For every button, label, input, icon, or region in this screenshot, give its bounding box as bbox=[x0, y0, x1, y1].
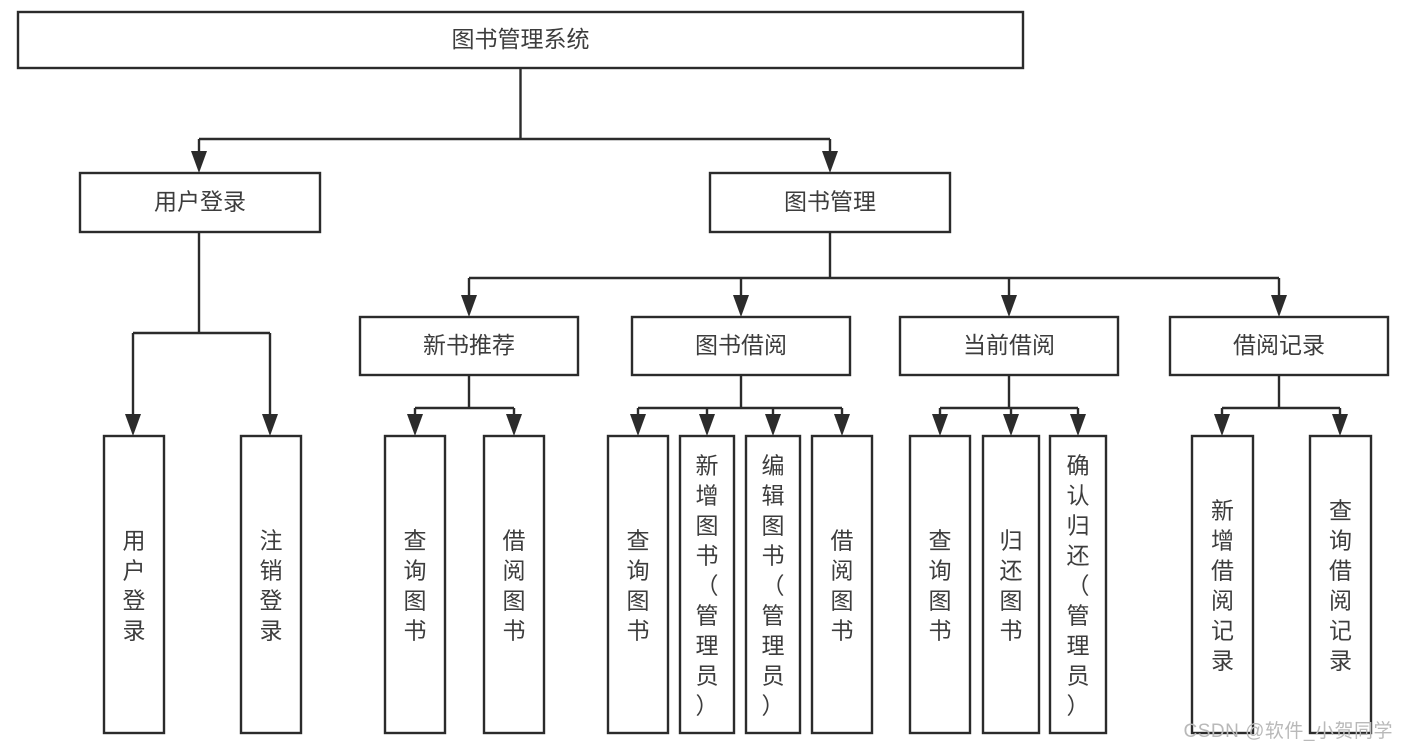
node-label: 查询图书 bbox=[404, 528, 427, 644]
node-label: 图书借阅 bbox=[695, 332, 787, 358]
node-label: 图书管理系统 bbox=[452, 26, 590, 52]
node-label: 新增图书（管理员） bbox=[696, 453, 719, 719]
node-box bbox=[1190, 434, 1255, 735]
node-borrow-record[interactable]: 借阅记录 bbox=[1168, 315, 1390, 377]
arrowhead-icon bbox=[630, 414, 646, 436]
node-new-book-recommend[interactable]: 新书推荐 bbox=[358, 315, 580, 377]
node-box bbox=[239, 434, 303, 735]
node-leaf-borrow-book-recommend[interactable]: 借阅图书 bbox=[482, 434, 546, 735]
node-label: 查询借阅记录 bbox=[1329, 498, 1352, 674]
arrowhead-icon bbox=[1001, 295, 1017, 317]
node-box bbox=[383, 434, 447, 735]
node-box bbox=[78, 171, 322, 234]
arrowhead-icon bbox=[125, 414, 141, 436]
arrowhead-icon bbox=[932, 414, 948, 436]
node-leaf-query-book-current[interactable]: 查询图书 bbox=[908, 434, 972, 735]
arrowhead-icon bbox=[1332, 414, 1348, 436]
node-box bbox=[708, 171, 952, 234]
node-label: 用户登录 bbox=[123, 528, 146, 644]
arrowhead-icon bbox=[191, 151, 207, 173]
node-box bbox=[630, 315, 852, 377]
arrowhead-icon bbox=[461, 295, 477, 317]
node-label: 注销登录 bbox=[260, 528, 283, 644]
node-box bbox=[908, 434, 972, 735]
node-book-borrow[interactable]: 图书借阅 bbox=[630, 315, 852, 377]
node-box bbox=[744, 434, 802, 735]
csdn-watermark: CSDN @软件_小贺同学 bbox=[1183, 721, 1393, 742]
arrowhead-icon bbox=[506, 414, 522, 436]
node-label: 查询图书 bbox=[627, 528, 650, 644]
arrowhead-icon bbox=[1003, 414, 1019, 436]
node-label: 用户登录 bbox=[154, 189, 246, 215]
node-label: 图书管理 bbox=[784, 189, 876, 215]
node-box bbox=[1048, 434, 1108, 735]
node-leaf-edit-book-admin[interactable]: 编辑图书（管理员） bbox=[744, 434, 802, 735]
node-label: 借阅图书 bbox=[831, 528, 854, 644]
node-label: 借阅图书 bbox=[503, 528, 526, 644]
node-box bbox=[606, 434, 670, 735]
node-box bbox=[1308, 434, 1373, 735]
arrowhead-icon bbox=[1214, 414, 1230, 436]
arrowhead-icon bbox=[822, 151, 838, 173]
node-box bbox=[16, 10, 1025, 70]
node-box bbox=[102, 434, 166, 735]
edges-layer bbox=[125, 68, 1348, 436]
node-user-login[interactable]: 用户登录 bbox=[78, 171, 322, 234]
node-leaf-add-book-admin[interactable]: 新增图书（管理员） bbox=[678, 434, 736, 735]
nodes-layer: 图书管理系统用户登录图书管理新书推荐图书借阅当前借阅借阅记录用户登录注销登录查询… bbox=[16, 10, 1390, 735]
node-leaf-query-book-recommend[interactable]: 查询图书 bbox=[383, 434, 447, 735]
node-box bbox=[810, 434, 874, 735]
node-label: 当前借阅 bbox=[963, 332, 1055, 358]
node-root[interactable]: 图书管理系统 bbox=[16, 10, 1025, 70]
arrowhead-icon bbox=[765, 414, 781, 436]
node-leaf-borrow-book[interactable]: 借阅图书 bbox=[810, 434, 874, 735]
node-label: 查询图书 bbox=[929, 528, 952, 644]
arrowhead-icon bbox=[1070, 414, 1086, 436]
node-label: 借阅记录 bbox=[1233, 332, 1325, 358]
node-leaf-user-logout[interactable]: 注销登录 bbox=[239, 434, 303, 735]
arrowhead-icon bbox=[1271, 295, 1287, 317]
arrowhead-icon bbox=[262, 414, 278, 436]
node-box bbox=[981, 434, 1041, 735]
node-box bbox=[358, 315, 580, 377]
node-leaf-add-borrow-record[interactable]: 新增借阅记录 bbox=[1190, 434, 1255, 735]
node-label: 确认归还（管理员） bbox=[1067, 453, 1090, 719]
node-book-manage[interactable]: 图书管理 bbox=[708, 171, 952, 234]
arrowhead-icon bbox=[834, 414, 850, 436]
node-leaf-return-book[interactable]: 归还图书 bbox=[981, 434, 1041, 735]
node-label: 新书推荐 bbox=[423, 332, 515, 358]
node-current-borrow[interactable]: 当前借阅 bbox=[898, 315, 1120, 377]
node-leaf-query-borrow-record[interactable]: 查询借阅记录 bbox=[1308, 434, 1373, 735]
node-box bbox=[678, 434, 736, 735]
node-label: 新增借阅记录 bbox=[1211, 498, 1234, 674]
node-leaf-query-book-borrow[interactable]: 查询图书 bbox=[606, 434, 670, 735]
node-label: 编辑图书（管理员） bbox=[762, 453, 785, 719]
arrowhead-icon bbox=[733, 295, 749, 317]
node-box bbox=[1168, 315, 1390, 377]
node-leaf-confirm-return-admin[interactable]: 确认归还（管理员） bbox=[1048, 434, 1108, 735]
arrowhead-icon bbox=[407, 414, 423, 436]
node-box bbox=[482, 434, 546, 735]
node-box bbox=[898, 315, 1120, 377]
node-leaf-user-login[interactable]: 用户登录 bbox=[102, 434, 166, 735]
node-label: 归还图书 bbox=[1000, 528, 1023, 644]
arrowhead-icon bbox=[699, 414, 715, 436]
